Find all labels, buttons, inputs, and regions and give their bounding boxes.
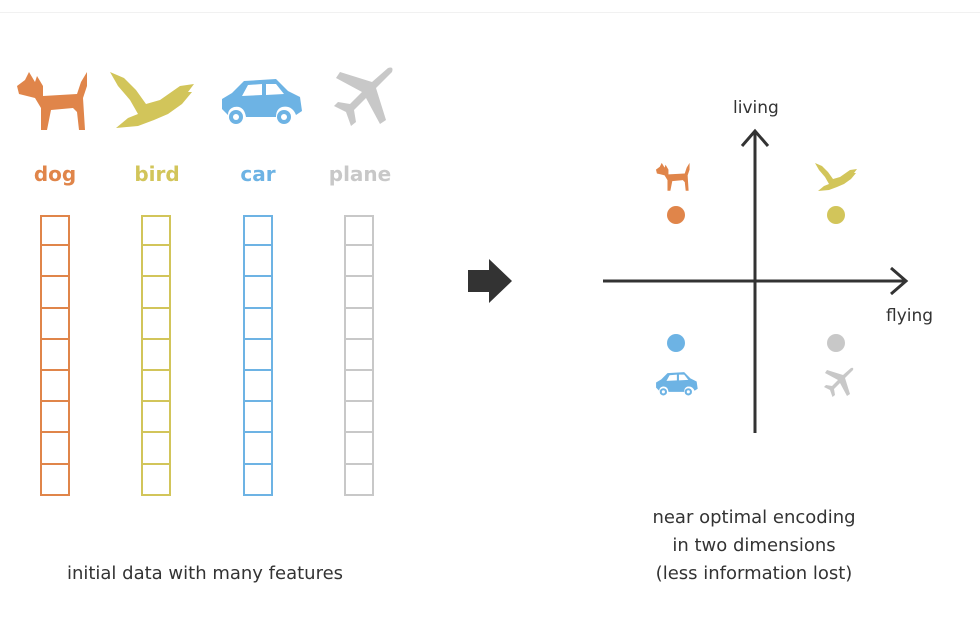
point-plane (827, 334, 845, 352)
feature-cell (243, 308, 273, 340)
feature-cell (243, 246, 273, 278)
feature-cell (344, 370, 374, 403)
label-bird: bird (134, 162, 180, 186)
feature-cell (141, 215, 171, 247)
feature-cell (243, 433, 273, 465)
point-dog (667, 206, 685, 224)
feature-cell (141, 277, 171, 309)
feature-cell (141, 464, 171, 496)
feature-cell (40, 339, 70, 371)
feature-cell (40, 402, 70, 434)
label-plane: plane (328, 162, 392, 186)
feature-cell (344, 215, 374, 247)
dog-icon (17, 72, 87, 130)
feature-cell (141, 339, 171, 371)
feature-column-bird (141, 215, 171, 496)
bird-icon (110, 72, 194, 128)
feature-cell (344, 246, 374, 278)
feature-cell (243, 339, 273, 371)
feature-cell (141, 433, 171, 465)
feature-cell (40, 370, 70, 403)
right-caption-line-2: in two dimensions (672, 535, 836, 556)
feature-cell (40, 246, 70, 278)
point-bird (827, 206, 845, 224)
feature-cell (40, 464, 70, 496)
label-car: car (240, 162, 276, 186)
feature-cell (344, 308, 374, 340)
plane-icon (334, 67, 393, 126)
feature-cell (243, 277, 273, 309)
right-caption-line-1: near optimal encoding (652, 507, 856, 528)
dog-icon (655, 162, 690, 191)
feature-cell (40, 277, 70, 309)
right-arrow-icon (468, 259, 512, 303)
feature-cell (40, 433, 70, 465)
right-caption-line-3: (less information lost) (655, 563, 853, 584)
feature-column-dog (40, 215, 70, 496)
feature-cell (40, 308, 70, 340)
feature-cell (243, 215, 273, 247)
left-caption: initial data with many features (66, 563, 344, 584)
car-icon (222, 79, 302, 124)
feature-column-car (243, 215, 273, 496)
feature-column-plane (344, 215, 374, 496)
car-icon (656, 372, 698, 396)
feature-cell (141, 370, 171, 403)
y-axis-label: living (733, 98, 779, 118)
feature-cell (243, 370, 273, 403)
bird-icon (815, 163, 857, 191)
feature-cell (243, 402, 273, 434)
feature-cell (344, 464, 374, 496)
label-dog: dog (33, 162, 77, 186)
right-caption: near optimal encoding in two dimensions … (604, 504, 904, 588)
feature-cell (141, 246, 171, 278)
feature-cell (243, 464, 273, 496)
feature-cell (141, 308, 171, 340)
feature-cell (344, 277, 374, 309)
feature-cell (344, 339, 374, 371)
top-divider (0, 12, 980, 13)
point-car (667, 334, 685, 352)
feature-cell (40, 215, 70, 247)
feature-cell (344, 402, 374, 434)
feature-cell (344, 433, 374, 465)
x-axis (603, 266, 909, 296)
plane-icon (824, 367, 854, 397)
x-axis-label: flying (886, 306, 934, 326)
feature-cell (141, 402, 171, 434)
